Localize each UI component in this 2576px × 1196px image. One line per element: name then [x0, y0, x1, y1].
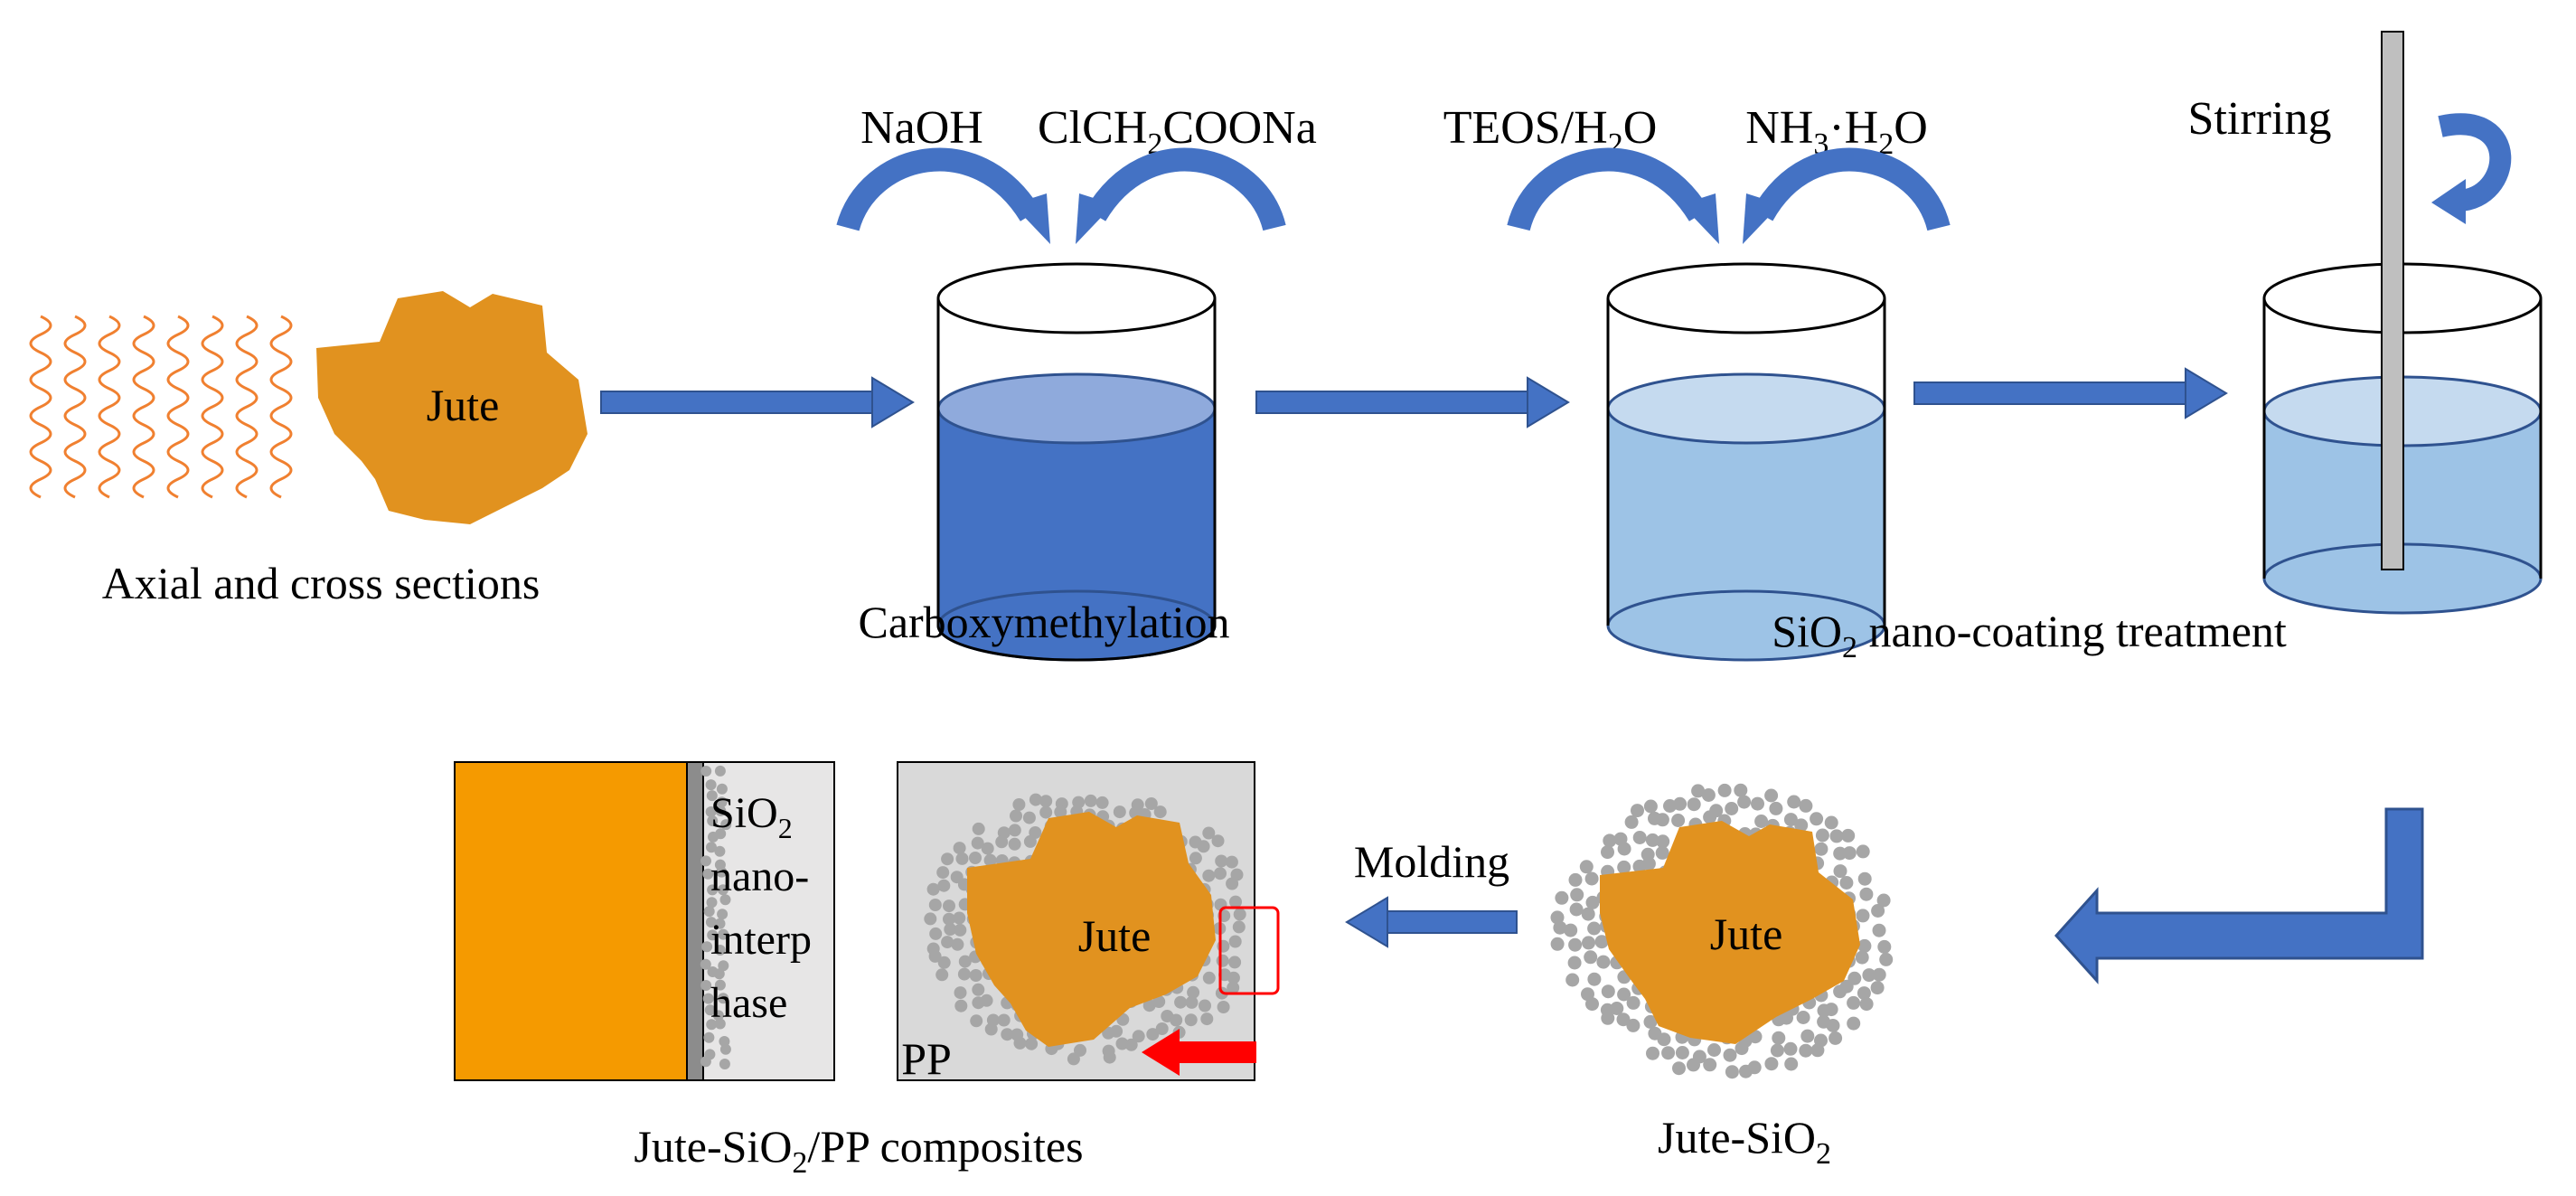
- interphase-highlight-box: [1218, 906, 1280, 995]
- reagent-nh3-h2o: NH3·H2O: [1745, 102, 1928, 161]
- curved-arrow-icon: [836, 147, 1050, 244]
- interphase-detail: [454, 761, 835, 1081]
- interphase-label-line-1: nano-: [710, 852, 809, 900]
- interphase-label-line-3: hase: [710, 979, 787, 1027]
- stirring-rod-icon: [2381, 31, 2404, 570]
- jute-blob-icon: [1600, 821, 1860, 1044]
- stage1-caption: Axial and cross sections: [102, 558, 541, 608]
- stage2-caption: Carboxymethylation: [858, 597, 1229, 647]
- interphase-label-line-2: interp: [710, 916, 812, 964]
- process-arrow-1: [600, 376, 915, 428]
- jute-label: Jute: [1710, 909, 1783, 959]
- stage5-caption: Jute-SiO2: [1658, 1112, 1831, 1171]
- curved-arrow-icon: [1076, 147, 1286, 244]
- silica-particles-icon: [700, 765, 732, 1069]
- curved-arrow-icon: [1507, 147, 1719, 244]
- jute-blob-icon: [967, 812, 1216, 1047]
- composite-caption: Jute-SiO2/PP composites: [634, 1121, 1083, 1180]
- stage3-caption: SiO2 nano-coating treatment: [1772, 606, 2287, 664]
- process-arrow-2: [1255, 376, 1570, 428]
- interphase-label-sio2: SiO2: [710, 789, 793, 844]
- stirring-label: Stirring: [2188, 93, 2332, 145]
- reagent-clch2coona: ClCH2COONa: [1038, 102, 1317, 161]
- jute-label: Jute: [1078, 910, 1152, 961]
- molding-label: Molding: [1354, 836, 1509, 887]
- l-shaped-arrow-icon: [2054, 807, 2424, 984]
- jute-label: Jute: [427, 380, 500, 430]
- wavy-fibers-icon: [29, 315, 293, 499]
- molding-arrow: [1345, 896, 1518, 948]
- curved-arrow-icon: [1743, 147, 1951, 244]
- beaker-icon: [936, 262, 1217, 662]
- beaker-icon: [1606, 262, 1886, 662]
- red-arrow-icon: [1142, 1029, 1256, 1076]
- curved-arrow-icon: [2431, 113, 2512, 224]
- process-arrow-3: [1913, 367, 2228, 419]
- reagent-naoh: NaOH: [860, 102, 983, 154]
- jute-blob-icon: [316, 291, 588, 524]
- pp-label: PP: [901, 1033, 952, 1084]
